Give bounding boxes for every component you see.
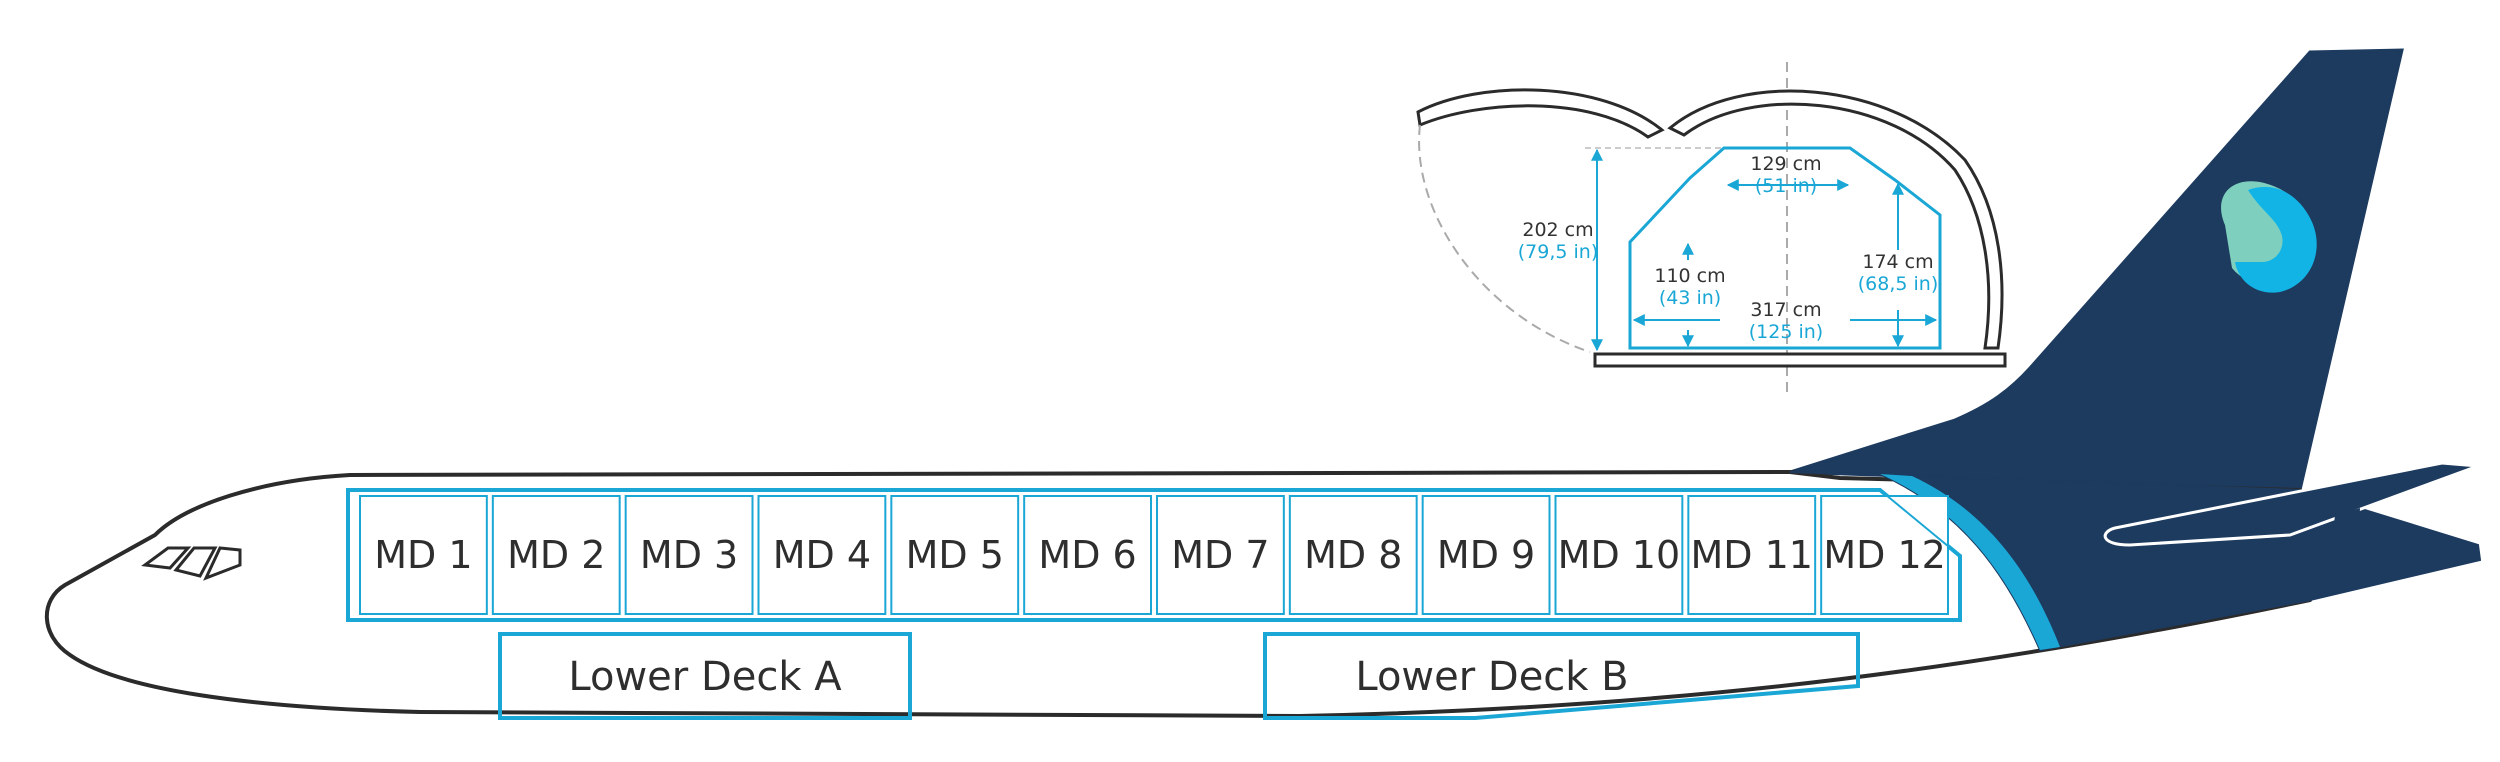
door-height-cm: 174 cm (1862, 251, 1933, 273)
lower-deck-b: Lower Deck B (1263, 632, 1860, 720)
main-deck-position-box (757, 495, 887, 615)
main-deck-position-box (890, 495, 1020, 615)
main-deck-position-label: MD 4 (773, 533, 871, 577)
main-deck-position-label: MD 5 (906, 533, 1004, 577)
main-deck-position-label: MD 7 (1171, 533, 1269, 577)
door-swing-arc (1418, 124, 1591, 353)
main-deck-position-label: MD 10 (1558, 533, 1680, 577)
airline-logo-icon (2221, 181, 2317, 293)
main-deck-position-box (1421, 495, 1551, 615)
cargo-floor (1593, 352, 2007, 368)
floor-width-in: (125 in) (1749, 321, 1823, 343)
main-deck-position-label: MD 6 (1038, 533, 1136, 577)
top-width-in: (51 in) (1755, 175, 1817, 197)
tail-fin (1789, 48, 2404, 492)
main-deck-position-box (624, 495, 754, 615)
lower-deck-b-label: Lower Deck B (1355, 654, 1628, 700)
side-height-cm: 110 cm (1654, 265, 1725, 287)
main-deck-position-label: MD 12 (1823, 533, 1945, 577)
main-deck-position-label: MD 2 (507, 533, 605, 577)
total-height-cm: 202 cm (1522, 219, 1593, 241)
main-deck-position-label: MD 8 (1304, 533, 1402, 577)
total-height-in: (79,5 in) (1518, 241, 1599, 263)
lower-deck-a-label: Lower Deck A (568, 654, 842, 700)
main-deck-position-box (1023, 495, 1152, 615)
fuselage-shell (1667, 89, 2004, 350)
floor-width-cm: 317 cm (1750, 299, 1821, 321)
cargo-profile (1628, 146, 1942, 350)
main-deck-position-box (1156, 495, 1285, 615)
main-deck: MD 1 MD 2 MD 3 MD 4 MD 5 MD 6 MD 7 MD 8 MD 9 MD 1… (346, 488, 1962, 622)
cockpit-windows (141, 546, 242, 581)
main-deck-position-label: MD 9 (1437, 533, 1535, 577)
main-deck-position-box (1288, 495, 1418, 615)
main-deck-position-box (1687, 495, 1817, 615)
door-height-in: (68,5 in) (1858, 273, 1939, 295)
cargo-door (1416, 88, 1665, 139)
top-width-cm: 129 cm (1750, 153, 1821, 175)
main-deck-position-box (1820, 495, 1949, 615)
main-deck-position-box (1554, 495, 1684, 615)
horizontal-stabilizer (2103, 461, 2479, 565)
main-deck-position-label: MD 1 (374, 533, 472, 577)
main-deck-position-label: MD 11 (1691, 533, 1813, 577)
main-deck-position-box (491, 495, 621, 615)
main-deck-position-label: MD 3 (640, 533, 738, 577)
lower-deck-a: Lower Deck A (498, 632, 912, 720)
cross-section-diagram: 202 cm (79,5 in) 129 cm (51 in) 110 cm (… (1416, 62, 2007, 395)
main-deck-position-box (359, 495, 488, 615)
side-height-in: (43 in) (1659, 287, 1721, 309)
